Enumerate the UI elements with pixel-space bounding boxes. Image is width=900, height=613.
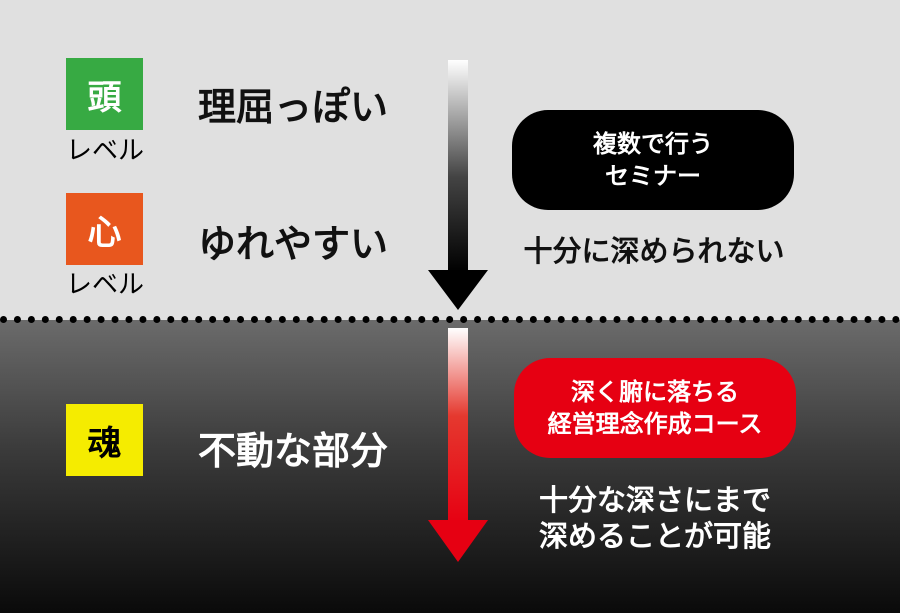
course-note: 十分な深さにまで 深めることが可能 (500, 482, 810, 555)
seminar-note: 十分に深められない (523, 234, 785, 268)
heart-level-sublabel: レベル (65, 270, 144, 300)
head-level-badge: 頭 (66, 58, 143, 130)
heart-level-badge: 心 (66, 193, 143, 265)
seminar-pill-line-2: セミナー (605, 162, 701, 190)
course-pill-line-1: 深く腑に落ちる (571, 377, 739, 406)
course-pill-line-2: 経営理念作成コース (547, 410, 763, 438)
deep-arrow (428, 328, 488, 562)
course-note-line-2: 深めることが可能 (538, 519, 771, 554)
dotted-divider (0, 316, 900, 323)
head-level-sublabel: レベル (65, 136, 144, 166)
seminar-pill: 複数で行う セミナー (512, 110, 794, 210)
surface-arrow (428, 60, 488, 310)
heart-level-description: ゆれやすい (198, 222, 389, 266)
course-note-line-1: 十分な深さにまで (538, 483, 771, 517)
course-pill: 深く腑に落ちる 経営理念作成コース (514, 358, 796, 458)
seminar-pill-line-1: 複数で行う (593, 129, 713, 158)
soul-level-description: 不動な部分 (198, 429, 389, 473)
head-level-description: 理屈っぽい (198, 85, 389, 129)
soul-level-badge: 魂 (66, 404, 143, 476)
